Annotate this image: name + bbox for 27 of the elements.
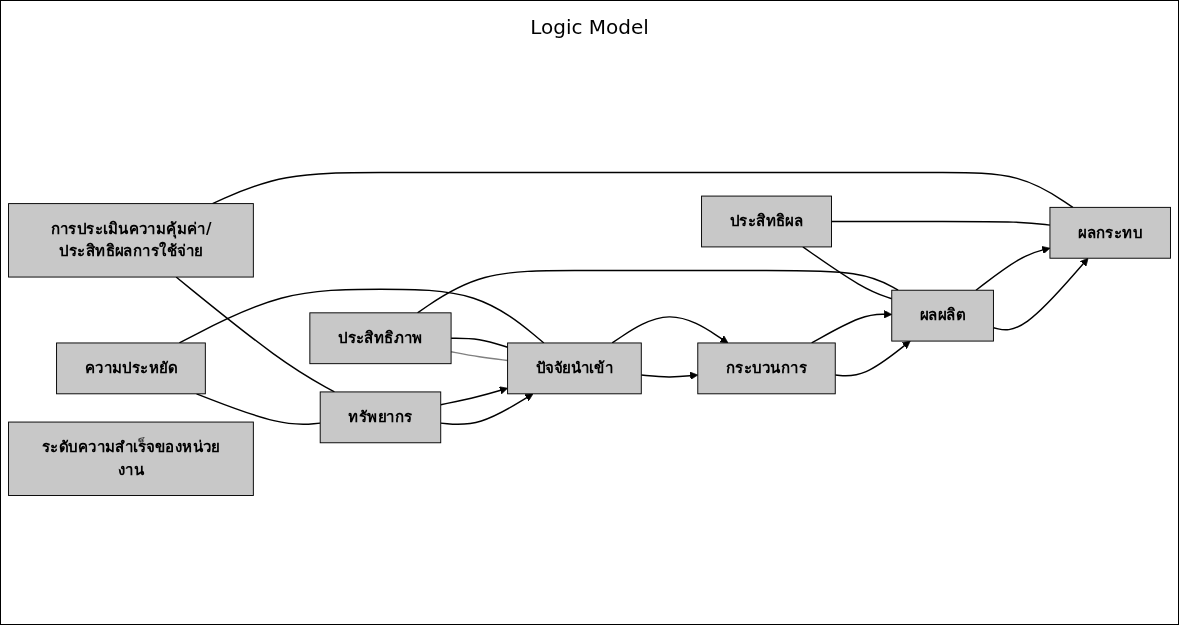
- node-box: กระบวนการ: [697, 342, 836, 395]
- node-box: ผลกระทบ: [1049, 207, 1171, 260]
- connector: [450, 338, 509, 349]
- node-box: ทรัพยากร: [319, 391, 442, 444]
- connector: [830, 221, 1051, 227]
- arrow: [992, 258, 1089, 332]
- arrow: [440, 386, 508, 406]
- arrow: [975, 246, 1051, 292]
- connector: [802, 246, 893, 300]
- arrow: [640, 372, 699, 381]
- node-box: ประสิทธิผล: [701, 196, 832, 248]
- node-box: ปัจจัยนำเข้า: [507, 342, 642, 395]
- node-box: ระดับความสำเร็จของหน่วยงาน: [8, 422, 254, 497]
- connector: [175, 276, 336, 394]
- connector: [416, 270, 899, 314]
- diagram-title: Logic Model: [530, 15, 649, 39]
- node-box: ความประหยัด: [56, 342, 206, 395]
- connector: [450, 351, 509, 362]
- node-box: ผลผลิต: [891, 290, 994, 343]
- connector: [178, 289, 545, 345]
- arrow: [440, 393, 534, 426]
- arrow: [834, 341, 911, 378]
- connector: [211, 172, 1074, 209]
- arrow: [810, 310, 893, 345]
- arrow: [611, 316, 729, 345]
- node-box: การประเมินความคุ้มค่า/ประสิทธิผลการใช้จ่าย: [8, 203, 254, 278]
- node-box: ประสิทธิภาพ: [309, 312, 452, 365]
